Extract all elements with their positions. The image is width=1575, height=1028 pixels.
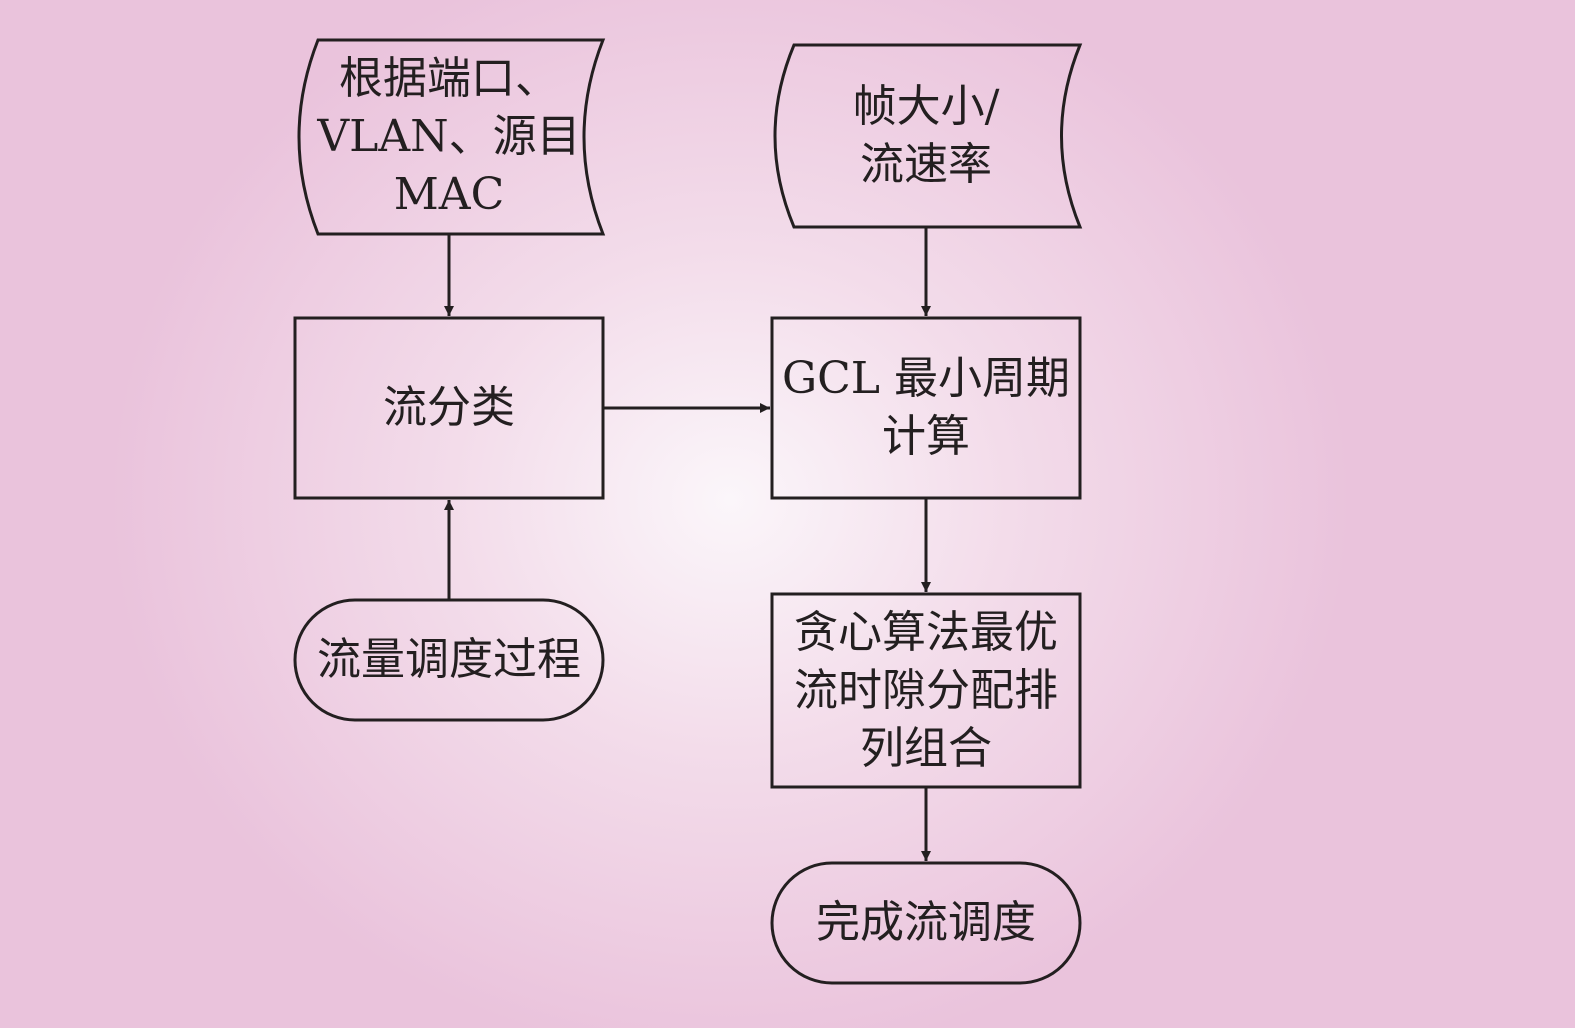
node-classify-label: 流分类	[383, 382, 515, 433]
node-greedy-line-1: 贪心算法最优	[794, 606, 1058, 658]
node-schedule-start: 流量调度过程	[295, 600, 603, 720]
node-done-label: 完成流调度	[816, 897, 1036, 948]
node-schedule-start-label: 流量调度过程	[317, 634, 581, 685]
node-frame-input-line-1: 帧大小/	[852, 81, 1000, 132]
node-done: 完成流调度	[772, 863, 1080, 983]
node-port-input-line-1: 根据端口、	[339, 53, 559, 104]
node-port-input-line-2: VLAN、源目	[317, 111, 581, 162]
node-frame-input: 帧大小/ 流速率	[772, 45, 1080, 227]
node-greedy-line-2: 流时隙分配排	[794, 664, 1058, 716]
node-greedy-line-3: 列组合	[860, 722, 992, 774]
node-frame-input-line-2: 流速率	[860, 139, 992, 190]
node-greedy: 贪心算法最优 流时隙分配排 列组合	[772, 594, 1080, 787]
terminal-shape-done	[770, 861, 1082, 985]
node-classify: 流分类	[295, 318, 603, 498]
node-port-input-line-3: MAC	[393, 169, 505, 220]
node-gcl-calc-line-2: 计算	[882, 411, 970, 462]
data-store-shape-frame	[773, 43, 1083, 229]
node-port-input: 根据端口、 VLAN、源目 MAC	[295, 40, 603, 234]
node-gcl-calc: GCL 最小周期 计算	[772, 318, 1080, 498]
node-gcl-calc-line-1: GCL 最小周期	[781, 353, 1071, 404]
data-store-shape-port	[297, 38, 606, 236]
